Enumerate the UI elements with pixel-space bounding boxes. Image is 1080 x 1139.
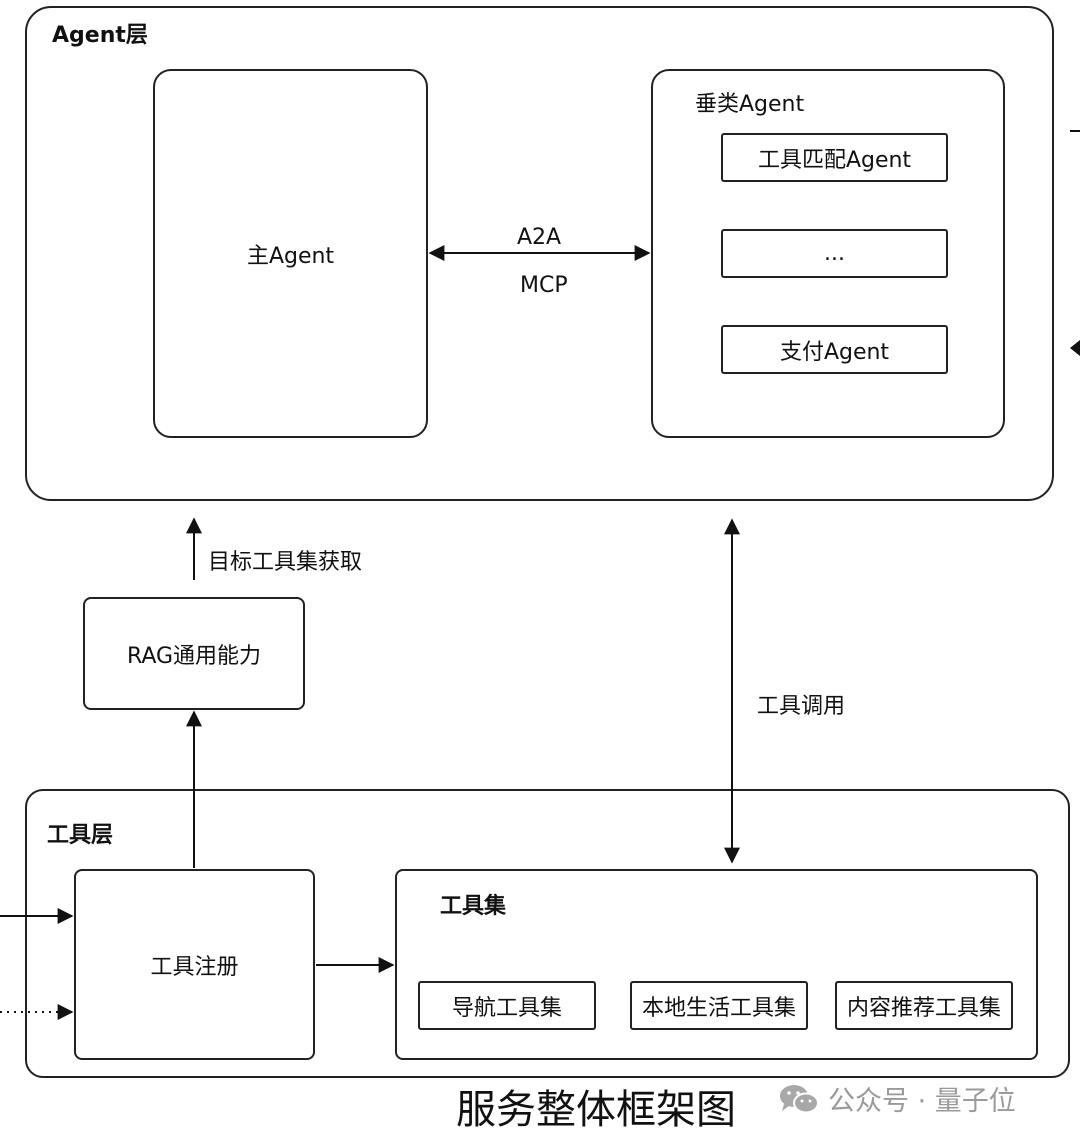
- vertical-agent-title: 垂类Agent: [695, 92, 805, 117]
- toolset-item: 内容推荐工具集: [835, 981, 1013, 1030]
- rag-box: RAG通用能力: [83, 597, 305, 710]
- target-toolset-label: 目标工具集获取: [208, 550, 363, 575]
- main-agent-box: 主Agent: [153, 69, 428, 438]
- watermark: 公众号 · 量子位: [778, 1079, 1016, 1118]
- tool-layer-title: 工具层: [47, 823, 114, 848]
- toolset-title: 工具集: [440, 894, 507, 919]
- vertical-agent-item: ...: [721, 229, 948, 278]
- vertical-agent-item: 工具匹配Agent: [721, 133, 948, 182]
- tool-call-label: 工具调用: [757, 694, 846, 719]
- agent-layer-title: Agent层: [52, 23, 148, 48]
- incoming-arrowhead-stub: [1070, 340, 1080, 356]
- toolset-item: 导航工具集: [418, 981, 596, 1030]
- wechat-icon: [780, 1084, 819, 1113]
- main-agent-label: 主Agent: [246, 243, 335, 269]
- watermark-text: 公众号 · 量子位: [828, 1086, 1016, 1117]
- toolset-item: 本地生活工具集: [630, 981, 808, 1030]
- mcp-label: MCP: [520, 273, 568, 298]
- vertical-agent-item: 支付Agent: [721, 325, 948, 374]
- tool-registration-box: 工具注册: [74, 869, 315, 1060]
- diagram-caption: 服务整体框架图: [456, 1087, 736, 1133]
